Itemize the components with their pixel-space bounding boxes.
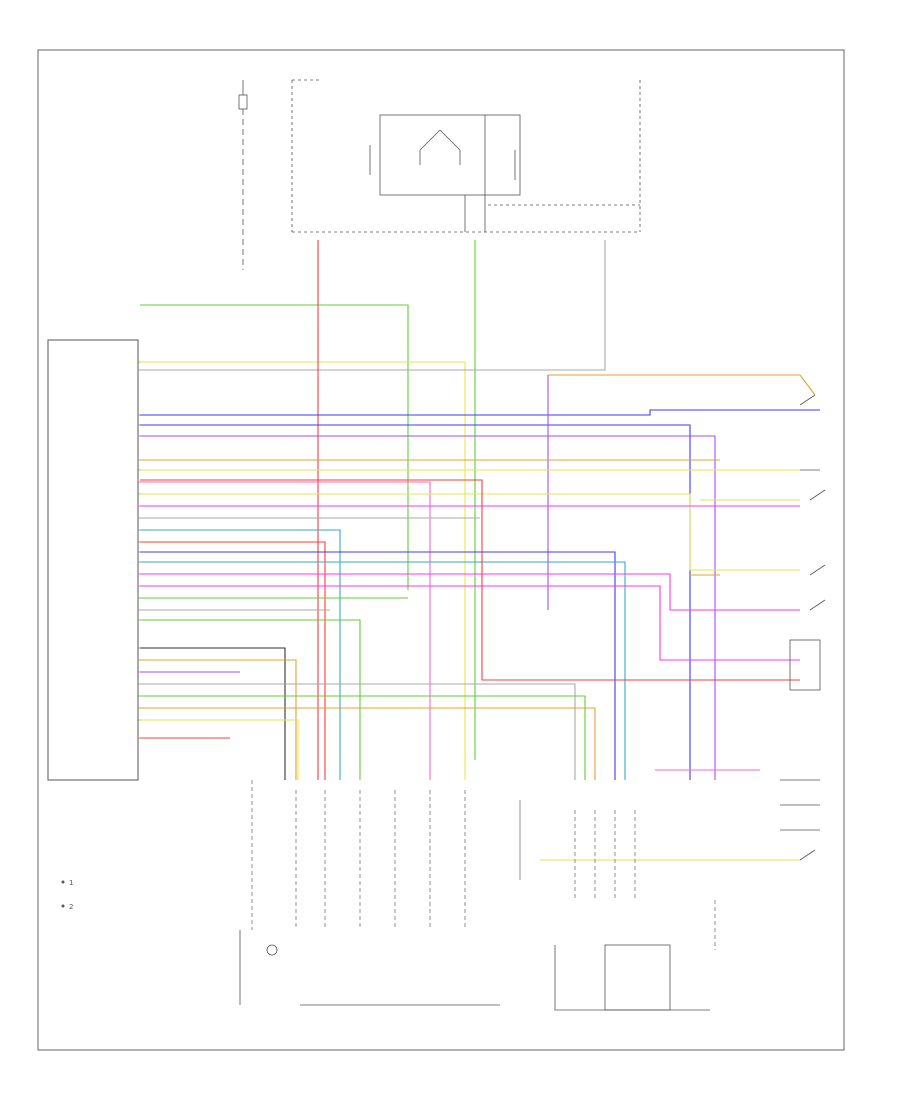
wire-blue-3 [140,551,616,780]
wire-yellow-2 [548,374,816,396]
relay-box [291,79,641,233]
wire-teal-1 [140,529,341,780]
wire-green-3 [140,619,361,780]
wires [140,240,820,861]
wire-red-2 [140,541,326,780]
wire-gray-1 [140,240,606,371]
wire-green-4 [140,695,586,780]
control-module-box [47,339,139,781]
wire-magenta-2 [140,573,800,611]
wire-orange-2 [140,659,297,780]
wire-blue-1 [140,409,820,416]
module-pin-ticks [138,361,146,739]
wire-pink-1 [140,481,431,780]
wire-yellow-4 [140,493,800,571]
legend-marker-2 [61,904,65,908]
wire-green-feed [140,304,409,590]
wire-red-3 [140,479,800,681]
wire-violet-1 [140,435,716,780]
bottom-assemblies [239,930,710,1011]
diagram-frame [37,49,845,1051]
wire-magenta-3 [140,585,800,661]
wire-blue-2 [140,424,691,780]
legend-marker-1 [61,880,65,884]
legend-marker-1-label: 1 [69,879,73,887]
legend: 1 2 [61,879,73,911]
wire-black-1 [140,647,286,780]
wire-orange-3 [140,707,596,780]
fuse-feed [238,80,248,270]
wire-yellow-1 [140,361,466,780]
wire-yellow-5 [140,719,299,780]
wire-teal-2 [140,561,626,780]
wire-gray-4 [140,683,576,780]
right-switches [780,394,826,861]
legend-marker-2-label: 2 [69,903,73,911]
connector-marks [251,780,716,950]
